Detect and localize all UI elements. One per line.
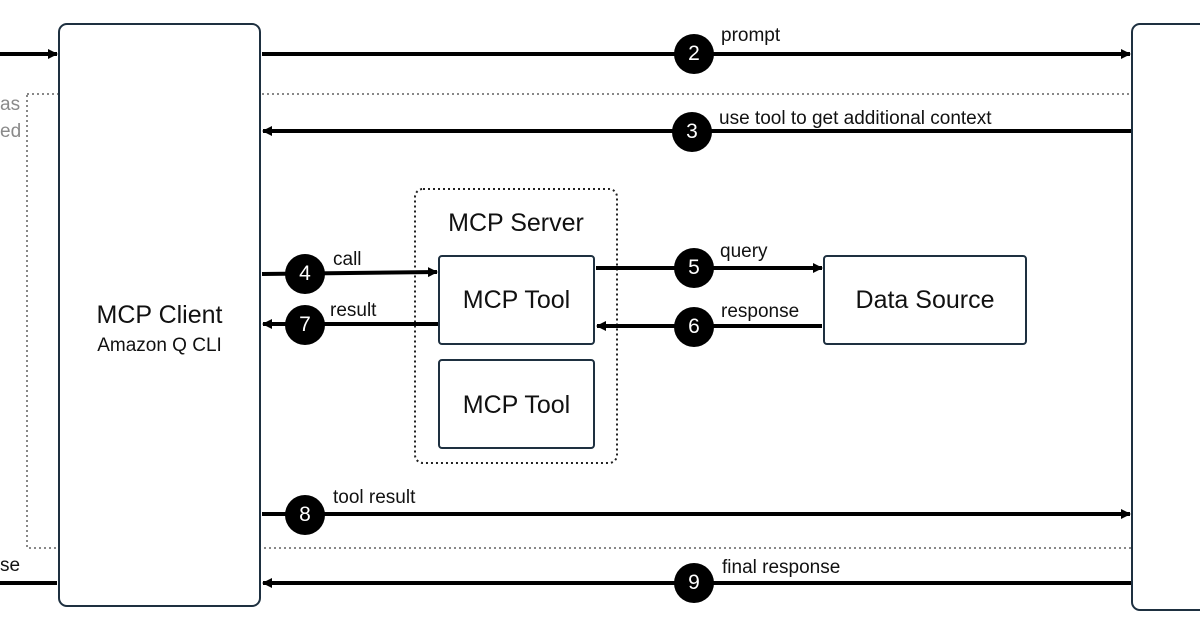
llm-box <box>1131 23 1200 611</box>
step-7-label: result <box>330 300 377 321</box>
step-5-badge: 5 <box>674 248 714 288</box>
step-4-label: call <box>333 249 362 270</box>
left-edge-text-3: se <box>0 555 21 576</box>
mcp-tool-box-2 <box>438 359 595 449</box>
step-6-badge: 6 <box>674 307 714 347</box>
step-3-badge: 3 <box>672 112 712 152</box>
step-9-badge: 9 <box>674 563 714 603</box>
step-8-label: tool result <box>333 487 416 508</box>
step-4-badge: 4 <box>285 254 325 294</box>
mcp-client-box <box>58 23 261 607</box>
mcp-client-subtitle: Amazon Q CLI <box>97 335 222 356</box>
step-2-badge: 2 <box>674 34 714 74</box>
step-8-badge: 8 <box>285 495 325 535</box>
mcp-server-title: MCP Server <box>448 209 584 237</box>
data-source-label: Data Source <box>855 286 995 314</box>
step-2-label: prompt <box>721 25 781 46</box>
step-9-label: final response <box>722 557 841 578</box>
left-edge-text-2: ed <box>0 121 22 142</box>
mcp-tool-2-label: MCP Tool <box>462 391 571 419</box>
data-source-box <box>823 255 1027 345</box>
step-5-label: query <box>720 241 768 262</box>
mcp-client-title: MCP Client <box>96 301 223 329</box>
context-region <box>26 93 1200 549</box>
step-7-badge: 7 <box>285 305 325 345</box>
left-edge-text-1: as <box>0 94 21 115</box>
mcp-tool-1-label: MCP Tool <box>462 286 571 314</box>
step-3-label: use tool to get additional context <box>719 108 992 129</box>
mcp-tool-box-1 <box>438 255 595 345</box>
step-6-label: response <box>721 301 800 322</box>
